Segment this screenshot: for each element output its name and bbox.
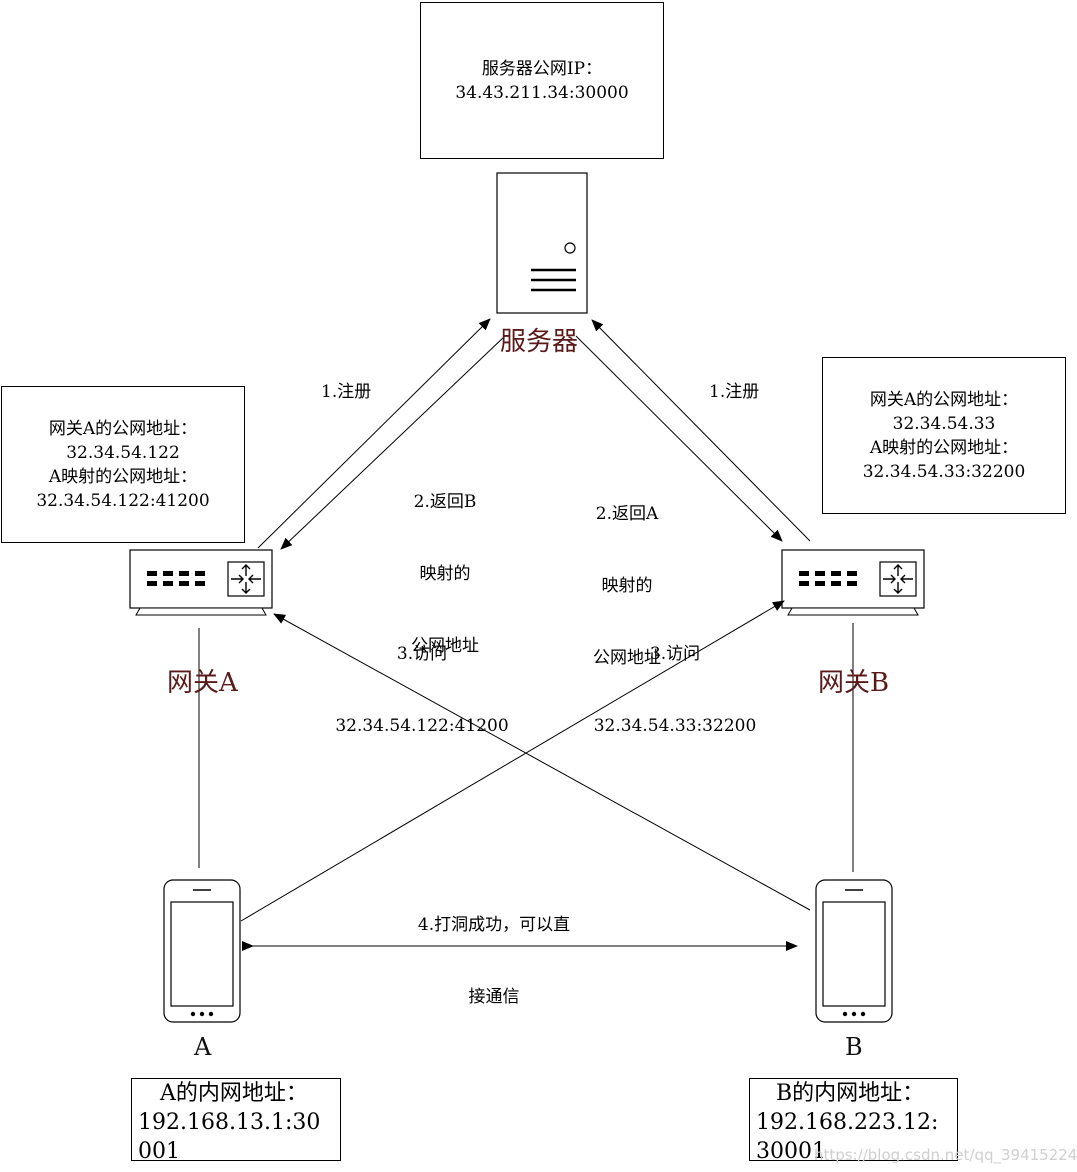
step-punch-line2: 接通信 [468, 987, 520, 1007]
router-icon [781, 549, 925, 616]
server-icon [496, 172, 588, 314]
step-return-b-line1: 2.返回B [413, 492, 477, 512]
step-visit-right-line1: 3.访问 [649, 644, 701, 664]
visit-arrow-b-to-gateway-a [273, 613, 811, 911]
step-return-b-line2: 映射的 [419, 564, 471, 584]
step-return-b: 2.返回B 映射的 公网地址 [395, 442, 495, 682]
server-address-title: 服务器公网IP： [481, 58, 603, 79]
step-punch-line1: 4.打洞成功，可以直 [417, 915, 571, 935]
step-visit-right-line2: 32.34.54.33:32200 [593, 716, 757, 736]
device-b-address-value: 192.168.223.12:30001 [756, 1110, 939, 1164]
gateway-b-public-ip: 32.34.54.33 [892, 413, 996, 434]
gateway-b-public-title: 网关A的公网地址： [869, 389, 1019, 410]
register-arrow-a [257, 318, 491, 549]
step-punch: 4.打洞成功，可以直 接通信 [398, 865, 590, 1033]
device-b-address-box: B的内网地址： 192.168.223.12:30001 [749, 1078, 958, 1164]
gateway-b-mapped-address: 32.34.54.33:32200 [862, 461, 1026, 482]
return-arrow-b [575, 335, 783, 542]
gateway-a-public-ip: 32.34.54.122 [66, 442, 180, 463]
device-a-address-box: A的内网地址： 192.168.13.1:30001 [131, 1078, 341, 1164]
gateway-b-info-box: 网关A的公网地址： 32.34.54.33 A映射的公网地址： 32.34.54… [822, 357, 1066, 514]
register-arrow-b [591, 319, 811, 542]
visit-arrow-a-to-gateway-b [240, 600, 785, 922]
step-visit-left-line2: 32.34.54.122:41200 [335, 716, 509, 736]
gateway-a-label: 网关A [167, 668, 238, 698]
device-b-label: B [845, 1033, 863, 1061]
step-register-right: 1.注册 [709, 382, 760, 402]
gateway-a-public-title: 网关A的公网地址： [48, 418, 198, 439]
step-return-b-line3: 公网地址 [411, 636, 479, 656]
step-visit-left: 3.访问 32.34.54.122:41200 [322, 594, 522, 762]
step-return-a-line2: 映射的 [601, 576, 653, 596]
step-return-a: 2.返回A 映射的 公网地址 [577, 454, 677, 694]
device-a-label: A [194, 1033, 212, 1061]
watermark: https://blog.csdn.net/qq_39415224 [814, 1146, 1077, 1164]
device-a-address-title: A的内网地址： [160, 1081, 308, 1106]
device-a-address-value: 192.168.13.1:30001 [138, 1110, 321, 1164]
step-visit-left-line1: 3.访问 [396, 644, 448, 664]
server-address-box: 服务器公网IP： 34.43.211.34:30000 [420, 2, 664, 159]
router-icon [129, 549, 273, 616]
phone-icon [163, 879, 241, 1023]
server-label: 服务器 [500, 327, 579, 357]
step-register-left: 1.注册 [321, 382, 372, 402]
step-return-a-line1: 2.返回A [595, 504, 659, 524]
step-return-a-line3: 公网地址 [593, 648, 661, 668]
step-visit-right: 3.访问 32.34.54.33:32200 [576, 594, 774, 762]
device-b-address-title: B的内网地址： [776, 1081, 925, 1106]
gateway-a-info-box: 网关A的公网地址： 32.34.54.122 A映射的公网地址： 32.34.5… [1, 386, 245, 543]
gateway-a-mapped-address: 32.34.54.122:41200 [36, 490, 210, 511]
phone-icon [815, 879, 893, 1023]
return-arrow-a [280, 335, 506, 550]
server-address-value: 34.43.211.34:30000 [455, 82, 629, 103]
gateway-b-mapped-title: A映射的公网地址： [869, 437, 1019, 458]
gateway-a-mapped-title: A映射的公网地址： [48, 466, 198, 487]
gateway-b-label: 网关B [818, 668, 890, 698]
